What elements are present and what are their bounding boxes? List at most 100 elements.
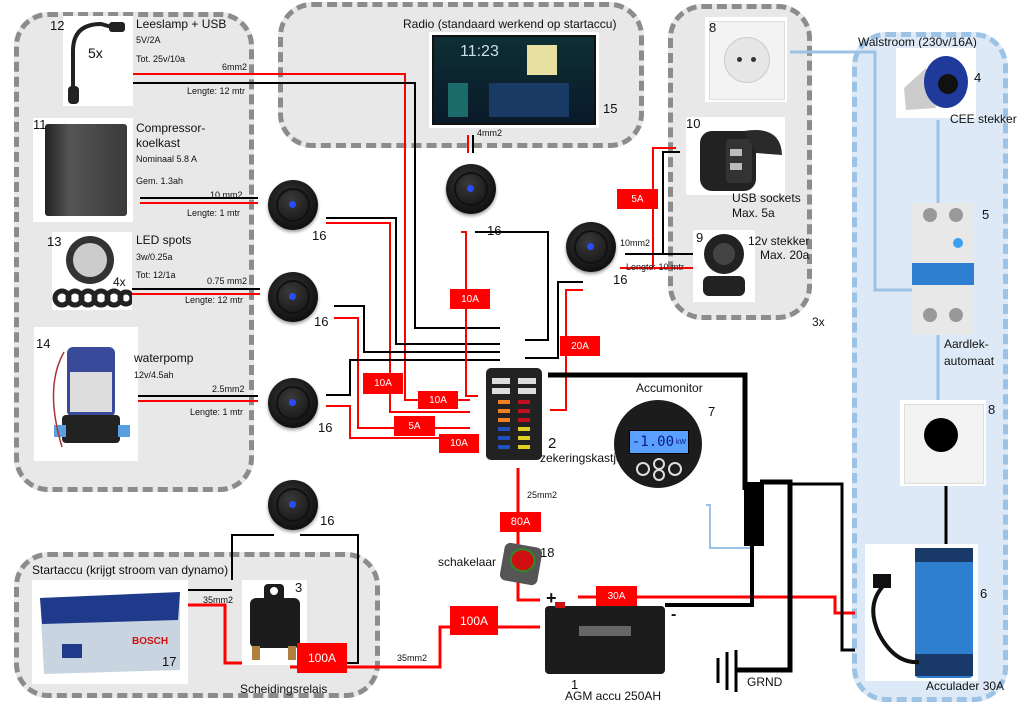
battery-monitor-name: Accumonitor: [636, 381, 703, 395]
wire-sw3-neg: [326, 359, 500, 396]
water-pump-wire: 2.5mm2: [212, 384, 245, 394]
switch-12v-socket-number: 16: [613, 272, 628, 287]
fridge-spec2: Gem. 1.3ah: [136, 176, 184, 186]
ac-wires: [790, 50, 940, 405]
switch-radio-number: 16: [487, 223, 502, 238]
monitor-setup-button[interactable]: [636, 462, 650, 476]
cable-charger-neg: [790, 482, 855, 652]
cee-plug-image: [896, 48, 976, 118]
socket-230v-bottom-image: [900, 400, 986, 486]
water-pump-image: [34, 327, 138, 461]
led-spots-number: 13: [47, 234, 62, 249]
svg-text:BOSCH: BOSCH: [132, 636, 168, 647]
fuse-socket-12v: 20A: [560, 336, 600, 356]
water-pump-name: waterpomp: [134, 351, 194, 365]
led-spots-name: LED spots: [136, 233, 192, 247]
switch-fridge-number: 16: [312, 228, 327, 243]
rcbo-name-2: automaat: [944, 354, 995, 368]
start-battery-group-label: Startaccu (krijgt stroom van dynamo): [32, 563, 229, 577]
isolation-relay-name: Scheidingsrelais: [240, 682, 328, 696]
isolation-relay-image: [242, 580, 307, 665]
agm-battery-name: AGM accu 250AH: [565, 689, 662, 703]
wire-sockets-neg: [662, 151, 695, 255]
battery-monitor-image: -1.00 kW: [614, 400, 702, 488]
fuse-box-image: [484, 366, 544, 462]
rcbo-number: 5: [982, 207, 990, 222]
fuse-relay: 100A: [297, 643, 347, 673]
socket-230v-top-number: 8: [709, 20, 717, 35]
monitor-minus-button[interactable]: [653, 469, 665, 481]
wire-radio-neg: [475, 231, 549, 341]
agm-battery-image: [545, 602, 665, 674]
radio-image: 11:23: [429, 32, 599, 128]
rcbo-name-1: Aardlek-: [944, 337, 989, 351]
reading-lamp-count: 5x: [88, 45, 103, 61]
wire-sockets-pos: [620, 147, 695, 269]
start-battery-number: 17: [162, 654, 177, 669]
switch-fridge[interactable]: [268, 180, 318, 230]
wire-radio-pos: [461, 231, 478, 397]
wire-12v-neg: [525, 281, 583, 359]
socket-230v-top-image: [705, 17, 787, 102]
socket-12v-number: 9: [696, 230, 704, 245]
charger-number: 6: [980, 586, 988, 601]
usb-sockets-spec: Max. 5a: [732, 206, 775, 220]
socket-230v-bottom-number: 8: [988, 402, 996, 417]
main-switch-image[interactable]: [498, 541, 544, 587]
reading-lamp-spec2: Tot. 25v/10a: [136, 54, 186, 64]
fridge-spec1: Nominaal 5.8 A: [136, 154, 198, 164]
relay-to-agm-wire-label: 35mm2: [397, 653, 428, 663]
switch-relay[interactable]: [268, 480, 318, 530]
fridge-wire: 10 mm2: [210, 190, 243, 200]
led-spots-spec1: 3w/0.25a: [136, 252, 173, 262]
fuse-box-name: zekeringskastje: [540, 451, 623, 465]
socket-12v-spec: Max. 20a: [760, 248, 810, 262]
reading-lamp-name: Leeslamp + USB: [136, 17, 227, 31]
isolation-relay-wire: 35mm2: [203, 595, 234, 605]
wire-lamp-neg: [122, 82, 500, 329]
fuse-lamp: 10A: [363, 373, 403, 394]
cable-fusebox-neg: [548, 372, 748, 490]
fuse-charger: 30A: [596, 586, 637, 606]
led-spots-wire: 0.75 mm2: [207, 276, 248, 286]
water-pump-spec1: 12v/4.5ah: [134, 370, 174, 380]
agm-battery-minus: -: [671, 606, 677, 623]
switch-spots-number: 16: [314, 314, 329, 329]
reading-lamp-number: 12: [50, 18, 65, 33]
main-switch-name: schakelaar: [438, 555, 497, 569]
switch-12v-socket[interactable]: [566, 222, 616, 272]
socket-12v-image: [693, 230, 755, 302]
monitor-select-button[interactable]: [668, 462, 682, 476]
wire-relay-ctrl: [231, 534, 274, 580]
charger-name: Acculader 30A: [926, 679, 1005, 693]
socket-12v-wire: 10mm2: [620, 238, 651, 248]
agm-battery-plus: +: [546, 588, 557, 608]
cable-shunt-agm: [665, 546, 754, 607]
radio-wire: 4mm2: [477, 128, 503, 138]
ground-label: GRND: [747, 675, 783, 689]
fuse-radio: 10A: [450, 289, 490, 309]
switch-pump[interactable]: [268, 378, 318, 428]
led-spots-count: 4x: [113, 275, 126, 289]
fridge-length: Lengte: 1 mtr: [187, 208, 241, 218]
reading-lamp-length: Lengte: 12 mtr: [187, 86, 246, 96]
shore-power-label: Walstroom (230v/16A): [858, 35, 977, 49]
fridge-image: [33, 118, 133, 222]
cee-plug-name: CEE stekker: [950, 112, 1017, 126]
cable-shunt-ground: [737, 479, 793, 673]
wire-sw1-pos: [326, 222, 470, 413]
fuse-fridge: 10A: [418, 391, 458, 409]
monitor-shunt-wire: [706, 504, 752, 549]
fuse-relay-agm: 100A: [450, 606, 498, 635]
sockets-multiplier: 3x: [812, 315, 825, 329]
main-switch-number: 18: [540, 545, 555, 560]
switch-relay-number: 16: [320, 513, 335, 528]
battery-monitor-display: -1.00: [631, 434, 675, 450]
switch-radio[interactable]: [446, 164, 496, 214]
fuse-box-number: 2: [548, 435, 557, 452]
wire-sw2-neg: [334, 305, 500, 353]
agm-battery-number: 1: [571, 677, 579, 692]
switch-spots[interactable]: [268, 272, 318, 322]
fridge-name-2: koelkast: [136, 136, 181, 150]
ac-wire-socket-top: [790, 50, 912, 292]
